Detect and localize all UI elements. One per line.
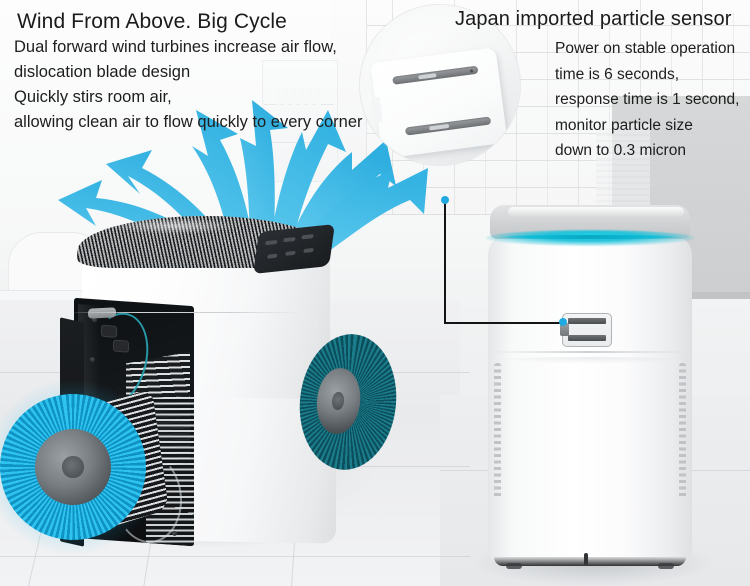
shell-seam <box>66 312 302 314</box>
screw <box>90 356 95 363</box>
purifier-base-latch <box>584 553 588 565</box>
turbine-hub-center <box>331 391 346 411</box>
left-line: Quickly stirs room air, <box>14 88 172 106</box>
control-button[interactable] <box>283 237 296 243</box>
purifier-body <box>488 235 692 565</box>
callout-dot-target <box>559 318 567 326</box>
turbine-fan-blue-icon <box>0 368 172 566</box>
left-description: Dual forward wind turbines increase air … <box>14 35 394 135</box>
floor-tile-line <box>0 556 470 557</box>
sensor-window-icon[interactable] <box>560 313 612 347</box>
sensor-grille-bar <box>568 318 606 324</box>
control-button[interactable] <box>285 250 296 256</box>
left-line: Dual forward wind turbines increase air … <box>14 38 337 56</box>
callout-leader-line-icon <box>444 200 446 324</box>
wire-clip <box>114 340 128 352</box>
purifier-side-vent-right <box>679 363 686 499</box>
turbine-hub-center <box>60 454 85 479</box>
right-line: time is 6 seconds, <box>555 65 680 83</box>
purifier-foot <box>658 563 674 569</box>
cap-highlight <box>508 207 684 217</box>
control-panel <box>253 224 335 274</box>
wire-clip <box>102 325 116 337</box>
screw <box>172 530 177 537</box>
page-title-right: Japan imported particle sensor <box>455 8 732 30</box>
background-cabinet-shelf <box>264 142 334 143</box>
callout-leader-line-horizontal <box>444 322 564 324</box>
purifier-foot <box>506 563 522 569</box>
background-blind <box>596 124 650 210</box>
sensor-grille-bar <box>568 335 606 341</box>
callout-dot-top <box>440 196 449 204</box>
right-line: down to 0.3 micron <box>555 142 686 159</box>
particle-sensor-module-icon <box>360 5 520 165</box>
purifier-base <box>494 557 686 566</box>
left-line: allowing clean air to flow quickly to ev… <box>14 113 363 131</box>
control-button[interactable] <box>264 239 278 246</box>
control-button[interactable] <box>267 253 278 259</box>
left-line: dislocation blade design <box>14 63 191 81</box>
grille-glare <box>108 218 240 234</box>
purifier-seam-shadow <box>490 357 690 364</box>
right-line: monitor particle size <box>555 116 693 134</box>
control-button[interactable] <box>301 234 314 240</box>
sensor-tab <box>560 323 569 336</box>
air-purifier-cutaway <box>0 216 403 566</box>
purifier-glow-core <box>496 235 684 239</box>
page-title-left: Wind From Above. Big Cycle <box>17 10 287 33</box>
control-button[interactable] <box>303 247 314 253</box>
purifier-side-vent-left <box>494 363 501 499</box>
right-line: response time is 1 second, <box>555 91 740 108</box>
right-description: Power on stable operation time is 6 seco… <box>555 36 750 164</box>
air-purifier-front <box>484 205 696 586</box>
purifier-seam <box>490 351 690 353</box>
right-line: Power on stable operation <box>555 40 736 57</box>
